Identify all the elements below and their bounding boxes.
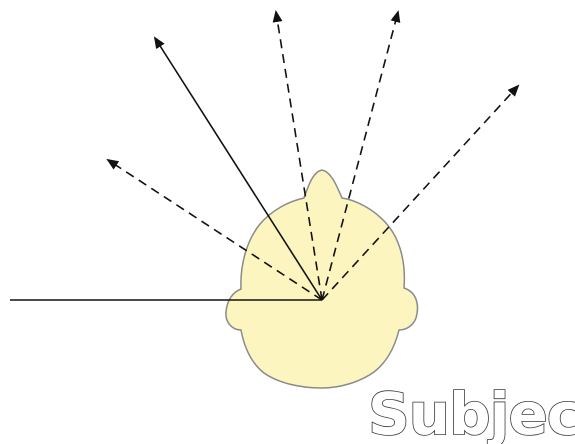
subject-label: Subject bbox=[368, 380, 575, 444]
reflected-ray-solid bbox=[153, 36, 323, 301]
scatter-ray-right bbox=[321, 84, 520, 301]
scatter-ray-left bbox=[106, 158, 323, 301]
rays bbox=[10, 10, 520, 301]
scatter-ray-up-right bbox=[321, 10, 401, 301]
head-silhouette bbox=[225, 169, 419, 389]
scatter-ray-up-left bbox=[272, 10, 323, 301]
